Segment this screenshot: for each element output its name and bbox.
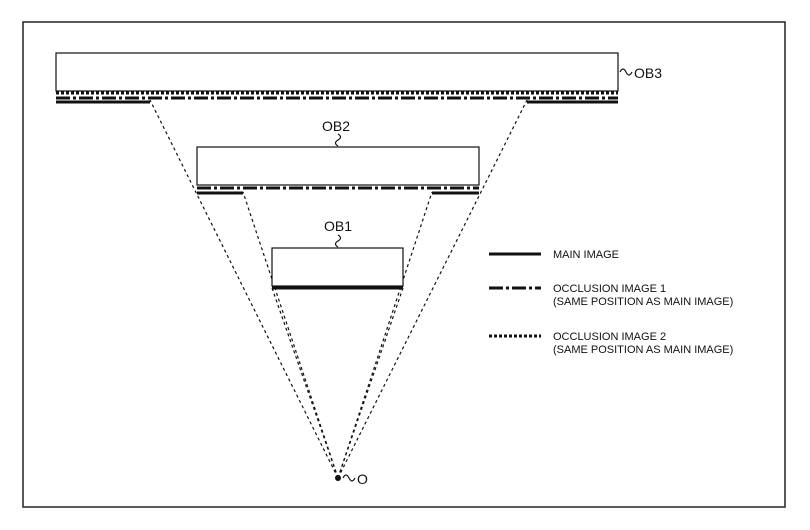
legend: MAIN IMAGE OCCLUSION IMAGE 1 (SAME POSIT… — [489, 249, 733, 356]
ob2-image-lines — [197, 188, 479, 193]
legend-occlusion2-sublabel: (SAME POSITION AS MAIN IMAGE) — [553, 344, 733, 356]
legend-occlusion2-label: OCCLUSION IMAGE 2 — [553, 331, 666, 343]
ob3-leader — [620, 69, 632, 75]
ray-ob1-left — [272, 288, 338, 478]
ob1-leader — [336, 235, 341, 247]
figure-frame — [23, 22, 785, 507]
label-ob1: OB1 — [324, 218, 352, 234]
object-ob3 — [56, 53, 618, 91]
object-ob2 — [197, 147, 479, 185]
label-ob2: OB2 — [322, 118, 350, 134]
ob2-leader — [336, 134, 341, 146]
ray-ob1-right — [338, 288, 403, 478]
legend-occlusion1-label: OCCLUSION IMAGE 1 — [553, 283, 666, 295]
label-ob3: OB3 — [634, 65, 662, 81]
origin-point — [335, 475, 341, 481]
legend-main-label: MAIN IMAGE — [553, 249, 619, 261]
origin-leader — [343, 475, 355, 481]
label-origin: O — [357, 471, 368, 487]
object-ob1 — [272, 248, 403, 286]
ob3-image-lines — [56, 93, 618, 102]
ray-ob2-right — [338, 192, 432, 478]
ray-ob2-left — [243, 192, 338, 478]
legend-occlusion1-sublabel: (SAME POSITION AS MAIN IMAGE) — [553, 296, 733, 308]
